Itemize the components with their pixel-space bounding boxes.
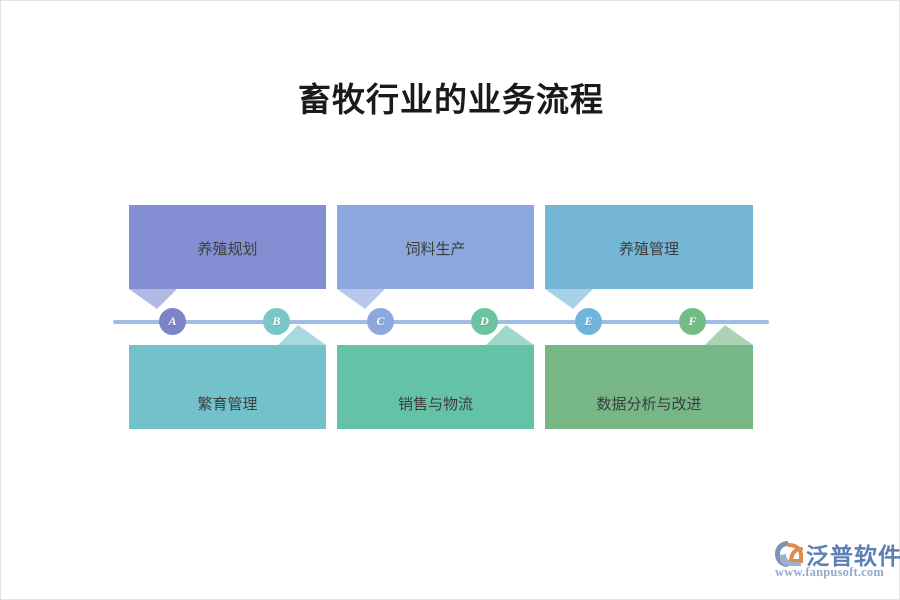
- process-box-d[interactable]: 销售与物流: [337, 325, 534, 429]
- process-box-label-c: 饲料生产: [405, 240, 466, 258]
- timeline-marker-c[interactable]: C: [367, 308, 394, 335]
- timeline-marker-label-f: F: [688, 314, 697, 328]
- timeline-marker-b[interactable]: B: [263, 308, 290, 335]
- process-flow-diagram: 养殖规划 饲料生产 养殖管理 繁育管理: [113, 197, 769, 437]
- process-box-label-b: 繁育管理: [197, 395, 258, 413]
- callout-tail-e: [545, 289, 593, 309]
- callout-tail-a: [129, 289, 177, 309]
- timeline-marker-a[interactable]: A: [159, 308, 186, 335]
- process-box-label-d: 销售与物流: [397, 395, 473, 413]
- brand-url: www.fanpusoft.com: [775, 565, 884, 579]
- callout-tail-c: [337, 289, 385, 309]
- process-box-b[interactable]: 繁育管理: [129, 325, 326, 429]
- callout-tail-d: [486, 325, 534, 345]
- timeline-marker-e[interactable]: E: [575, 308, 602, 335]
- timeline-marker-label-c: C: [376, 314, 385, 328]
- timeline-marker-f[interactable]: F: [679, 308, 706, 335]
- brand-logo: 泛普软件 www.fanpusoft.com: [774, 536, 900, 584]
- timeline-axis: [113, 320, 769, 324]
- page-title: 畜牧行业的业务流程: [298, 80, 604, 119]
- process-box-e[interactable]: 养殖管理: [545, 205, 753, 309]
- brand-name: 泛普软件: [806, 544, 900, 570]
- timeline-marker-label-a: A: [168, 314, 177, 328]
- callout-tail-f: [705, 325, 753, 345]
- timeline-marker-label-e: E: [584, 314, 593, 328]
- process-box-label-f: 数据分析与改进: [596, 395, 702, 413]
- process-box-a[interactable]: 养殖规划: [129, 205, 326, 309]
- timeline-marker-label-d: D: [480, 314, 489, 328]
- callout-tail-b: [278, 325, 326, 345]
- process-box-c[interactable]: 饲料生产: [337, 205, 534, 309]
- timeline-marker-label-b: B: [272, 314, 281, 328]
- process-box-label-e: 养殖管理: [618, 240, 679, 258]
- process-box-label-a: 养殖规划: [197, 240, 258, 258]
- fanpusoft-logo-icon: [775, 541, 803, 567]
- process-box-f[interactable]: 数据分析与改进: [545, 325, 753, 429]
- timeline-marker-d[interactable]: D: [471, 308, 498, 335]
